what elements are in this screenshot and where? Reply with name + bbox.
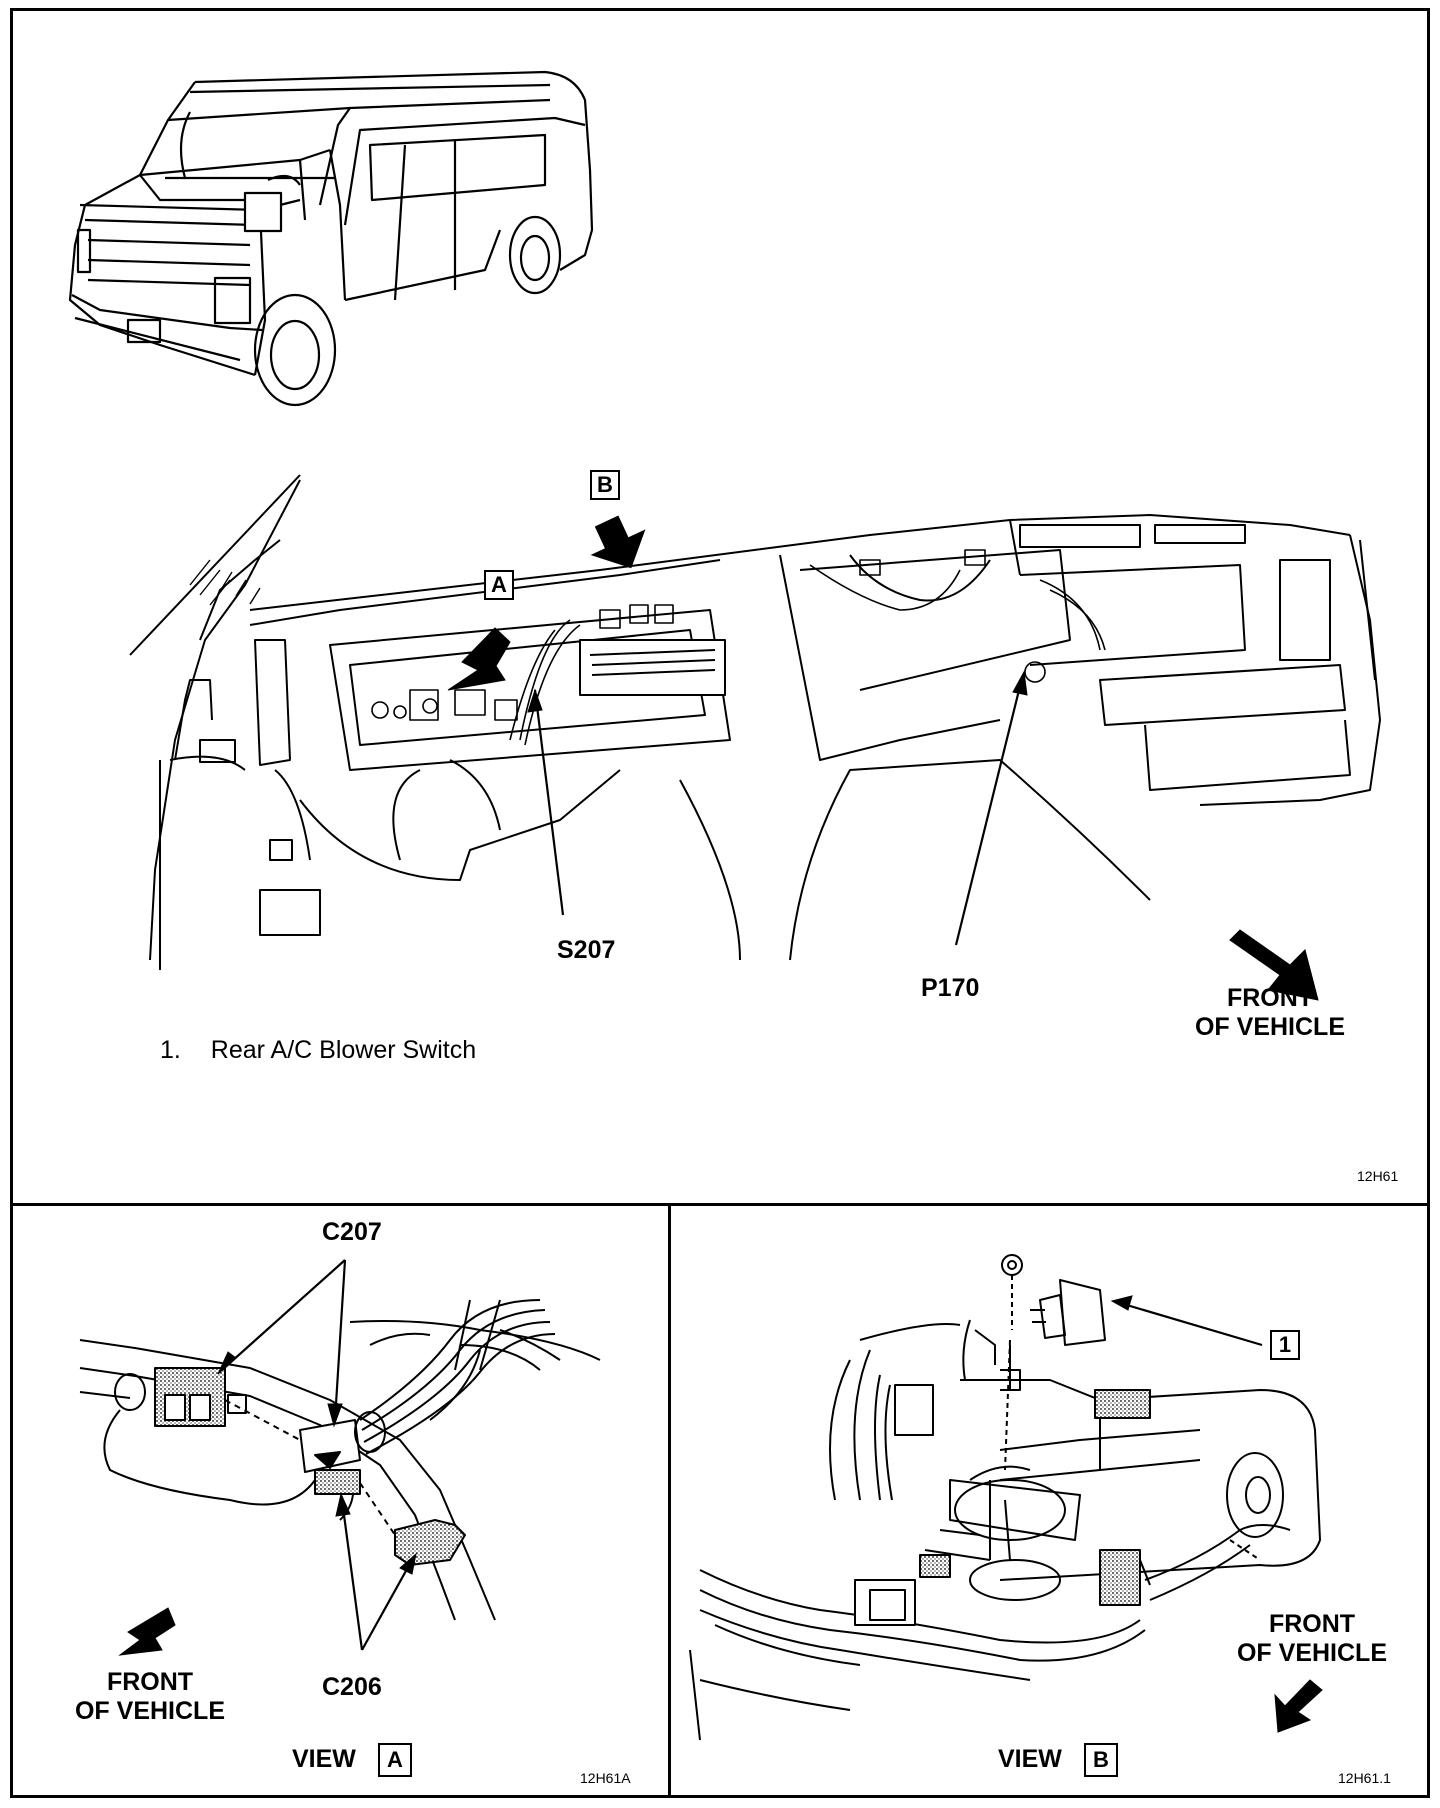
vertical-divider — [668, 1203, 671, 1798]
view-b-caption-letter: B — [1084, 1743, 1118, 1777]
view-a-arrows — [118, 1259, 417, 1656]
front-line-1: FRONT — [1226, 984, 1314, 1012]
front-arrow-b-icon — [1274, 1679, 1323, 1733]
view-a-caption-word: VIEW — [292, 1745, 356, 1773]
view-a-figure-code: 12H61A — [580, 1770, 631, 1786]
view-a-caption-letter: A — [378, 1743, 412, 1777]
front-line-2: OF VEHICLE — [1194, 1013, 1345, 1041]
c206-label: C206 — [322, 1673, 382, 1701]
front-arrow-icon — [1229, 929, 1319, 1001]
front-a-line-2: OF VEHICLE — [74, 1697, 225, 1725]
main-view-arrows — [447, 515, 1319, 1001]
front-of-vehicle-label-a: FRONT OF VEHICLE — [60, 1670, 240, 1724]
view-a-tag: A — [484, 570, 514, 600]
connector-label: P170 — [921, 974, 980, 1002]
legend-text: Rear A/C Blower Switch — [210, 1036, 477, 1064]
view-b-figure-code: 12H61.1 — [1338, 1770, 1391, 1786]
horizontal-divider — [10, 1203, 1430, 1206]
splice-label: S207 — [557, 936, 616, 964]
view-b-tag: B — [590, 470, 620, 500]
front-a-line-1: FRONT — [106, 1668, 194, 1696]
legend-number: 1. — [160, 1036, 181, 1064]
c207-label: C207 — [322, 1218, 382, 1246]
front-b-line-2: OF VEHICLE — [1236, 1639, 1387, 1667]
callout-1-box: 1 — [1270, 1330, 1300, 1360]
van-illustration — [68, 70, 594, 407]
view-b-caption-word: VIEW — [998, 1745, 1062, 1773]
front-b-line-1: FRONT — [1268, 1610, 1356, 1638]
front-of-vehicle-label: FRONT OF VEHICLE — [1180, 986, 1360, 1040]
figure-code: 12H61 — [1357, 1168, 1399, 1184]
view-b-arrows — [1110, 1295, 1323, 1733]
view-a-illustration — [79, 1299, 601, 1621]
arrow-b-icon — [590, 515, 646, 569]
front-arrow-a-icon — [118, 1607, 176, 1656]
figure-frame — [10, 8, 1430, 1798]
arrow-a-icon — [447, 627, 511, 691]
view-b-illustration — [689, 1254, 1321, 1741]
front-of-vehicle-label-b: FRONT OF VEHICLE — [1222, 1612, 1402, 1666]
instrument-panel-illustration — [129, 474, 1381, 970]
legend-item: 1. Rear A/C Blower Switch — [160, 1036, 476, 1065]
